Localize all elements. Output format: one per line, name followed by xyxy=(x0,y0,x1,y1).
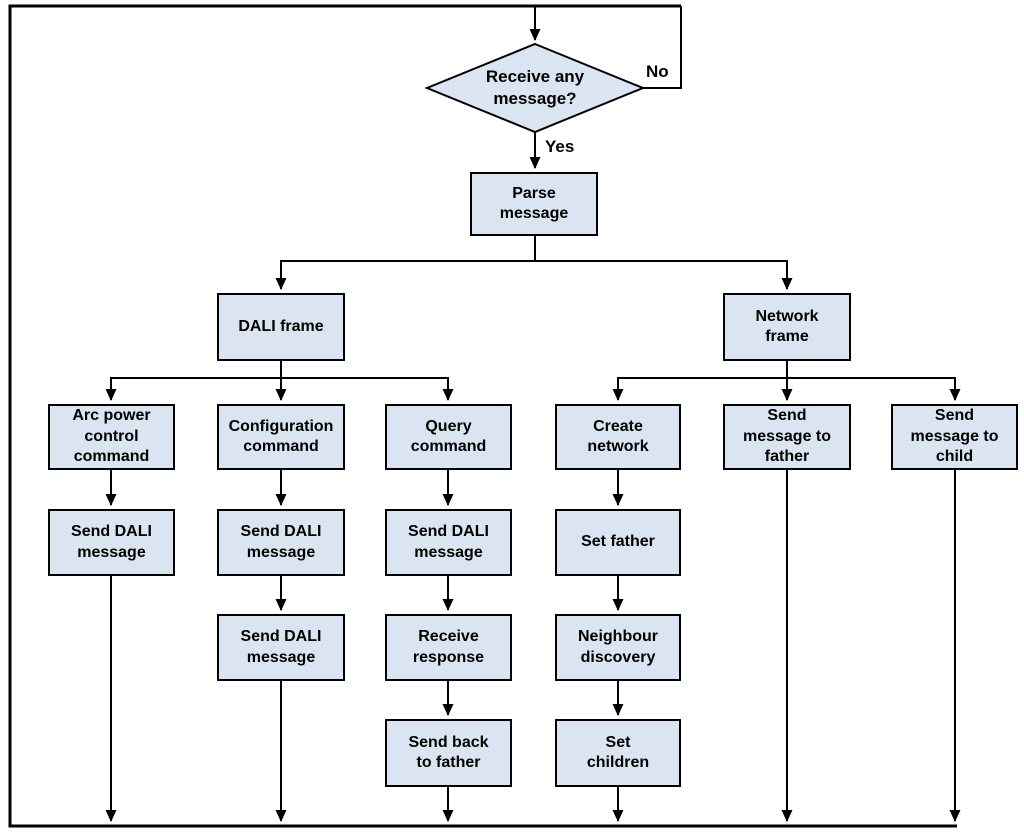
node-dali-frame: DALI frame xyxy=(217,293,345,361)
node-query-send-dali-message: Send DALI message xyxy=(385,509,512,576)
node-arc-send-dali-message: Send DALI message xyxy=(48,509,175,576)
node-neighbour-discovery: Neighbour discovery xyxy=(555,614,681,681)
node-send-message-to-child: Send message to child xyxy=(891,404,1018,470)
outer-loop-lines xyxy=(8,4,957,828)
node-network-frame: Network frame xyxy=(723,293,851,361)
node-query-command: Query command xyxy=(385,404,512,470)
node-receive-response: Receive response xyxy=(385,614,512,681)
node-create-network: Create network xyxy=(555,404,681,470)
node-config-send-dali-message-1: Send DALI message xyxy=(217,509,345,576)
node-arc-power-control-command: Arc power control command xyxy=(48,404,175,470)
decision-receive-any-message: Receive any message? xyxy=(485,66,585,108)
edge-label-no: No xyxy=(646,62,669,81)
node-send-back-to-father: Send back to father xyxy=(385,719,512,787)
node-parse-message: Parse message xyxy=(470,172,598,236)
node-config-send-dali-message-2: Send DALI message xyxy=(217,614,345,681)
no-loop-line xyxy=(643,6,682,89)
node-send-message-to-father: Send message to father xyxy=(723,404,851,470)
node-set-children: Set children xyxy=(555,719,681,787)
node-configuration-command: Configuration command xyxy=(217,404,345,470)
flow-arrows xyxy=(105,6,961,822)
edge-label-yes: Yes xyxy=(545,137,575,156)
node-set-father: Set father xyxy=(555,509,681,576)
